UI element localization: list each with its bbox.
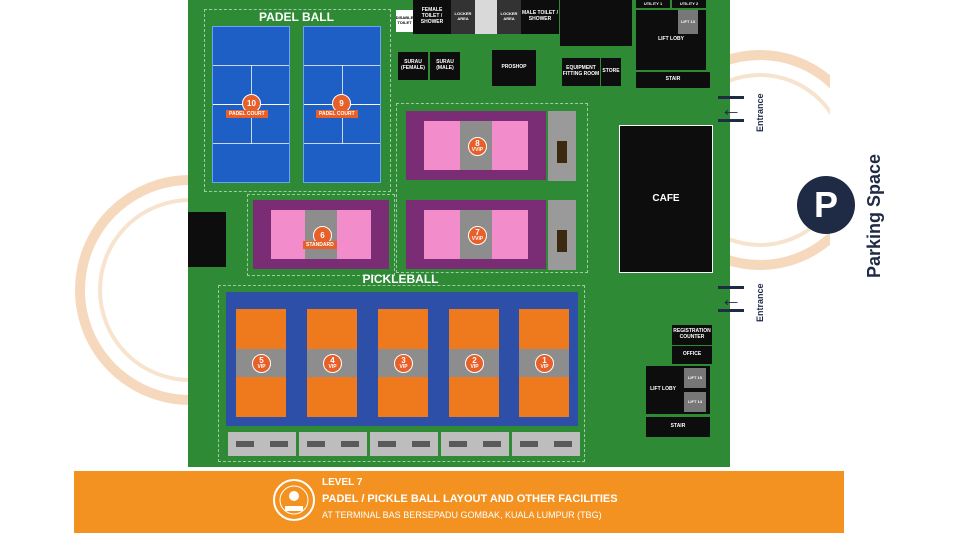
surau-male: SURAU (MALE) (430, 52, 460, 80)
entrance-label: Entrance (755, 283, 765, 322)
lift-14: LIFT 14 (684, 392, 706, 412)
bench-area (228, 432, 296, 456)
standard-area (247, 194, 395, 276)
level-label: LEVEL 7 (322, 477, 363, 488)
utility-1: UTILITY 1 (636, 0, 670, 8)
parking-icon: P (797, 176, 855, 234)
watermark-logo (700, 50, 830, 270)
banner-title: PADEL / PICKLE BALL LAYOUT AND OTHER FAC… (322, 493, 618, 505)
store: STORE (601, 58, 621, 86)
corridor (475, 0, 497, 34)
bench-area (370, 432, 438, 456)
utility-2: UTILITY 2 (672, 0, 706, 8)
male-toilet: MALE TOILET / SHOWER (521, 0, 559, 34)
padel-section-title: PADEL BALL (259, 10, 334, 24)
locker-area-right: LOCKER AREA (497, 0, 521, 34)
cafe: CAFE (619, 125, 713, 273)
side-room (188, 212, 226, 267)
entrance-arrow-icon[interactable]: ← (718, 96, 744, 122)
court-8-lounge (548, 111, 576, 181)
stair-top: STAIR (636, 72, 710, 88)
court-7-lounge (548, 200, 576, 270)
pickleball-section-title: PICKLEBALL (362, 272, 439, 286)
banner-subtitle: AT TERMINAL BAS BERSEPADU GOMBAK, KUALA … (322, 510, 602, 520)
court-label: PADEL COURT (316, 110, 358, 118)
title-banner (74, 471, 844, 533)
lift-13: LIFT 13 (678, 10, 698, 34)
entrance-label: Entrance (755, 93, 765, 132)
lift-15: LIFT 15 (684, 368, 706, 388)
court-label: STANDARD (303, 241, 337, 249)
black-room (560, 0, 632, 46)
surau-female: SURAU (FEMALE) (398, 52, 428, 80)
office: OFFICE (672, 346, 712, 364)
disabled-toilet: DISABLE TOILET (396, 10, 413, 32)
female-toilet: FEMALE TOILET / SHOWER (413, 0, 451, 34)
bench-area (512, 432, 580, 456)
stair-bottom: STAIR (646, 417, 710, 437)
proshop: PROSHOP (492, 50, 536, 86)
locker-area-left: LOCKER AREA (451, 0, 475, 34)
pickleball-area (218, 285, 585, 462)
vvip-area (396, 103, 588, 273)
padel-area (204, 9, 391, 192)
parking-label: Parking Space (864, 153, 884, 278)
watermark-logo-left (75, 175, 190, 405)
bench-area (441, 432, 509, 456)
equipment-fitting-room: EQUIPMENT FITTING ROOM (562, 58, 600, 86)
court-8-frame[interactable] (406, 111, 546, 180)
court-label: PADEL COURT (226, 110, 268, 118)
bench-area (299, 432, 367, 456)
padel-court-10[interactable] (212, 26, 290, 183)
court-5[interactable] (236, 309, 286, 417)
club-logo-icon (273, 479, 315, 521)
registration-counter: REGISTRATION COUNTER (672, 325, 712, 345)
entrance-arrow-icon[interactable]: ← (718, 286, 744, 312)
